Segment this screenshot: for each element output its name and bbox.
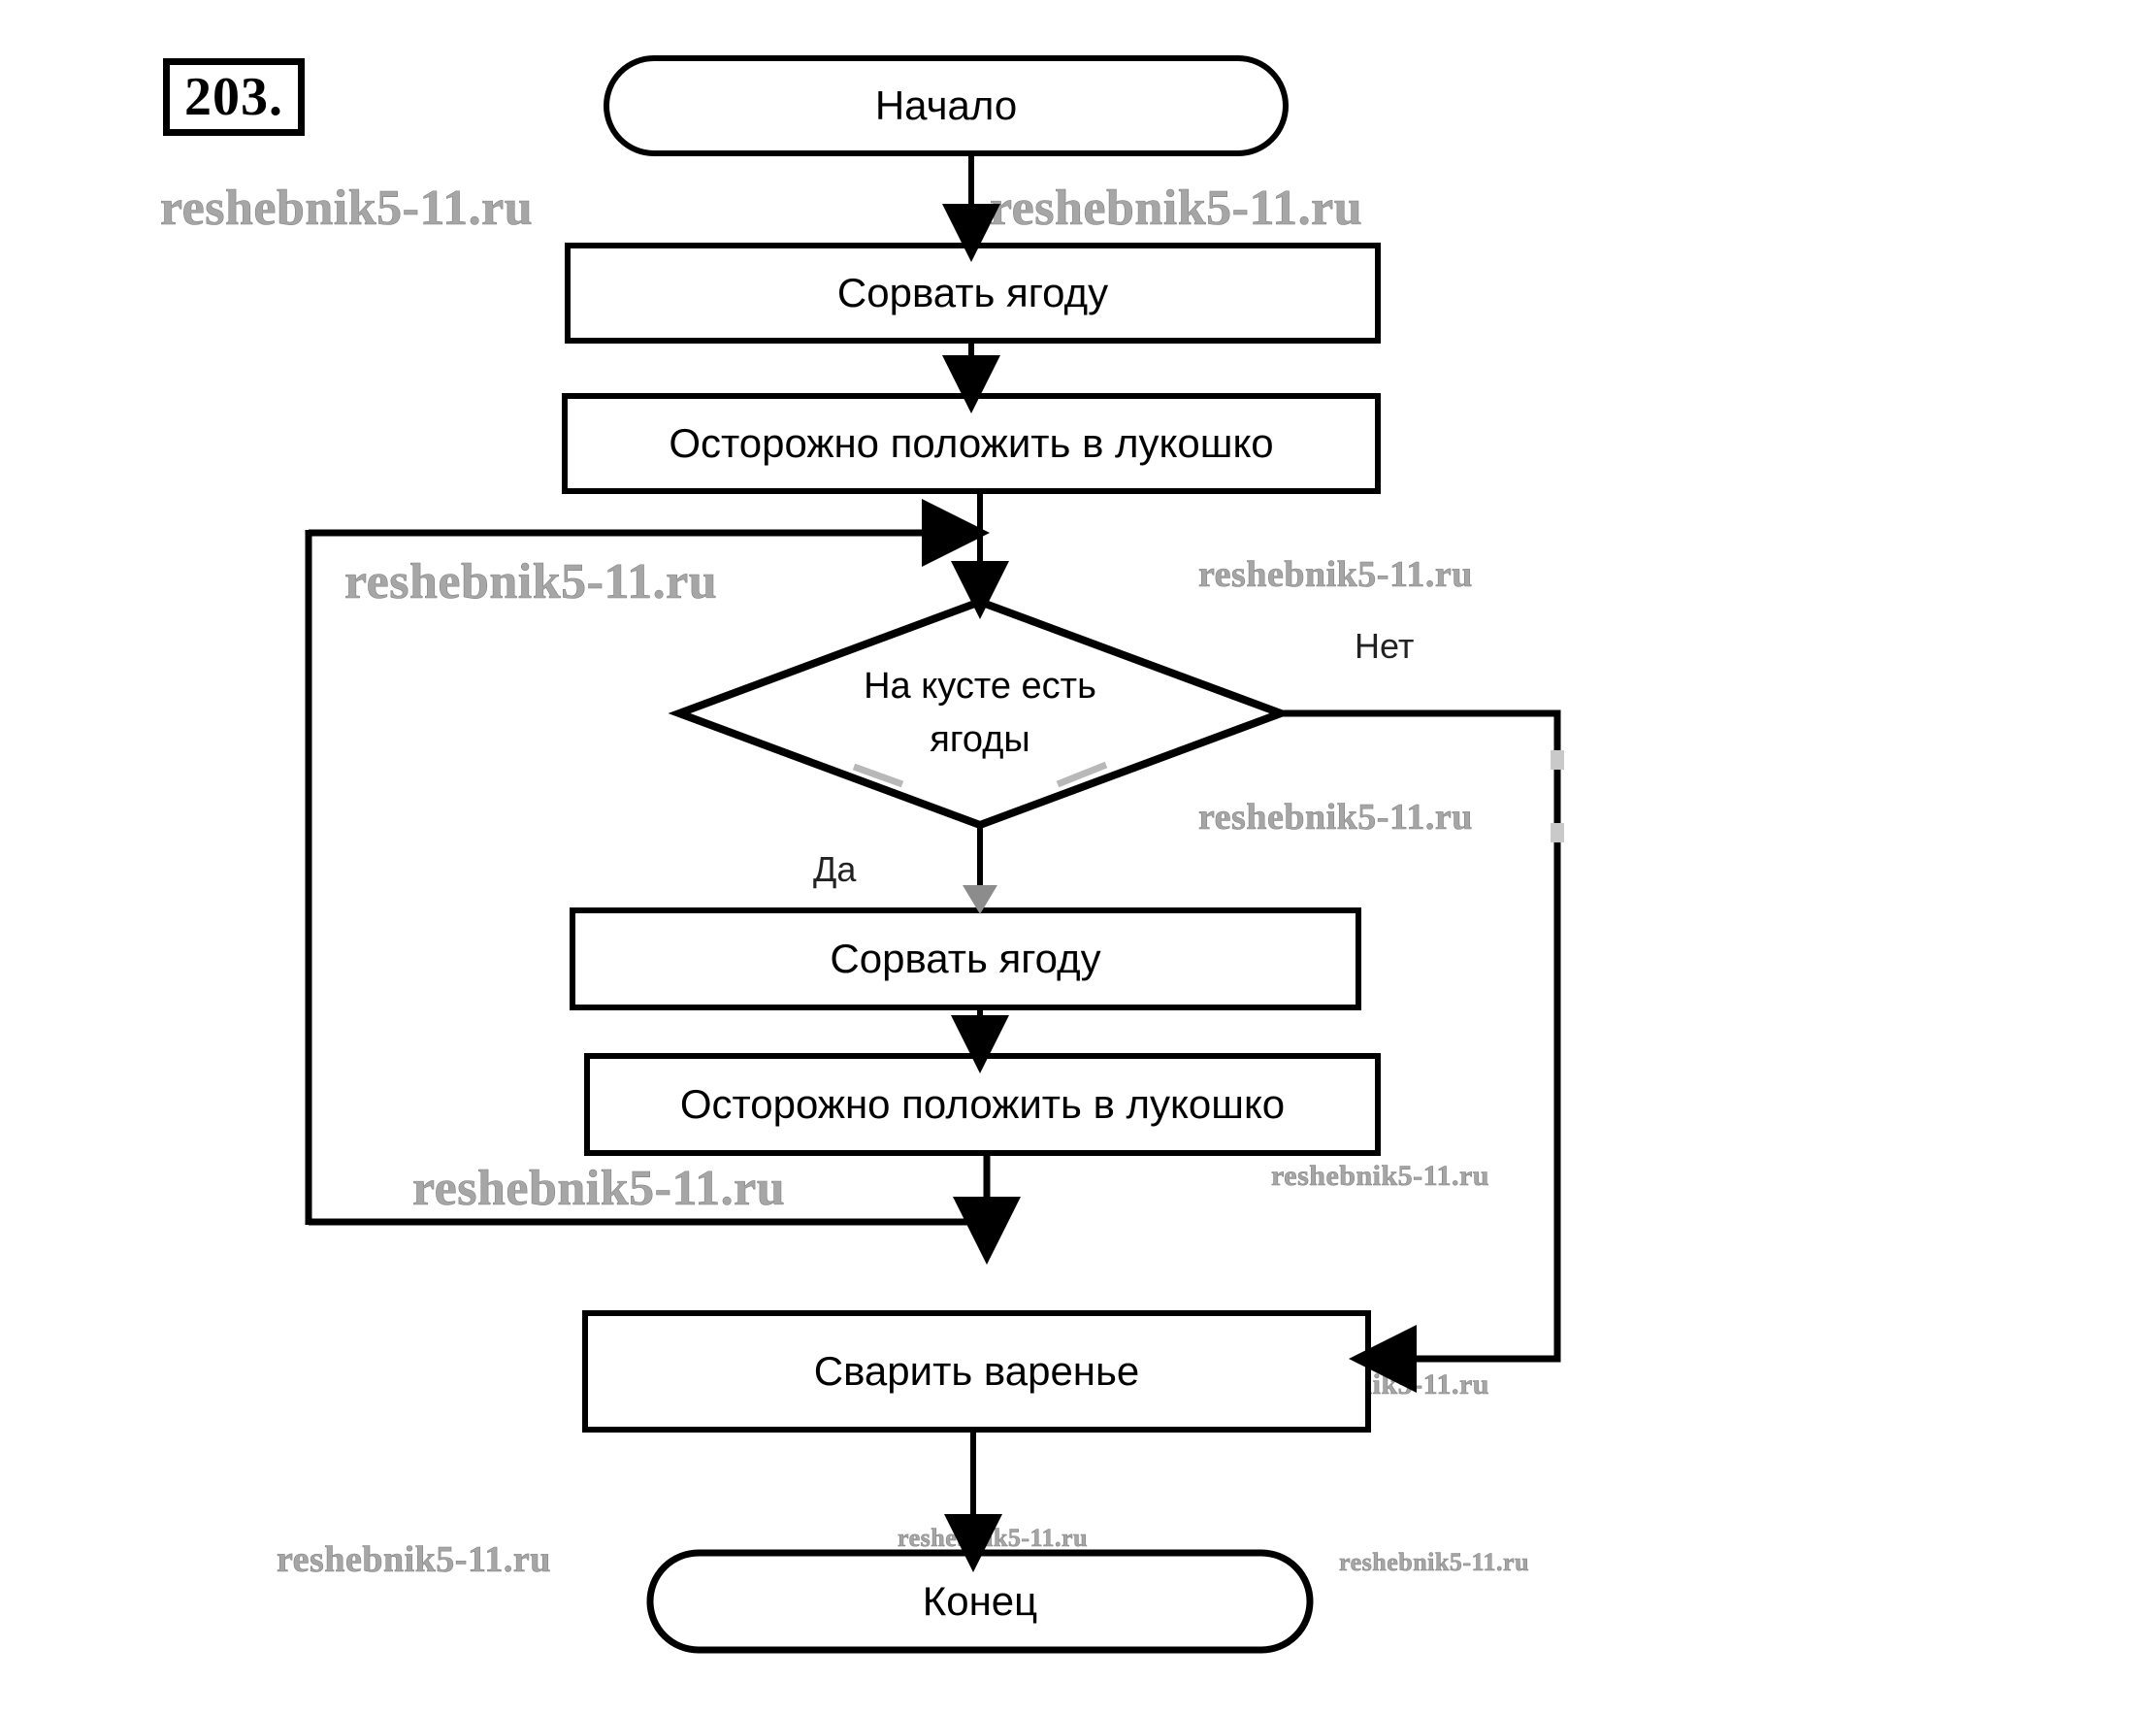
arrowhead-yes: [963, 885, 997, 914]
node-cook-jam: [582, 1310, 1371, 1433]
node-start: [604, 55, 1289, 156]
edge-decision-no-to-cook: [1281, 709, 1561, 1393]
node-pick-berry-1: [565, 243, 1381, 344]
exercise-number-badge: 203.: [163, 58, 305, 136]
node-put-basket-1: [562, 393, 1381, 494]
branch-label-no: Нет: [1355, 626, 1415, 666]
node-end: [646, 1549, 1314, 1654]
node-decision-berries-on-bush: [668, 597, 1292, 830]
node-pick-berry-2: [570, 907, 1361, 1010]
node-put-basket-2: [584, 1053, 1381, 1156]
branch-label-yes: Да: [813, 849, 857, 889]
